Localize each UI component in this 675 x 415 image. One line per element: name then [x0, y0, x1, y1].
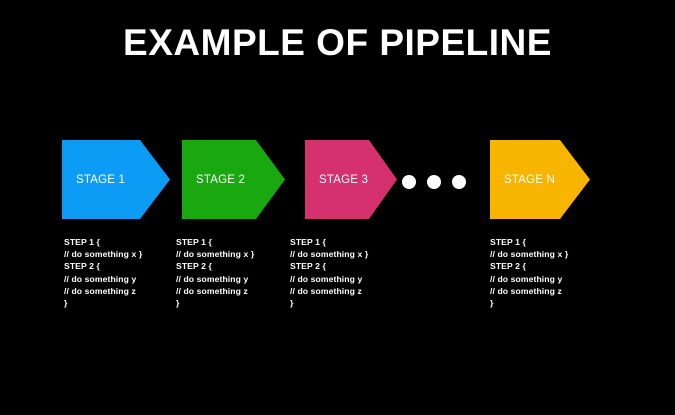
dot-icon-3 — [452, 175, 466, 189]
code-line: } — [64, 298, 68, 309]
code-block-stage-n: STEP 1 { // do something x } STEP 2 { //… — [490, 236, 568, 309]
code-line: // do something z — [490, 285, 562, 296]
code-line: // do something x } — [290, 249, 369, 260]
dot-icon-2 — [427, 175, 441, 189]
code-line: // do something y — [64, 273, 137, 284]
code-line: } — [290, 298, 294, 309]
chevron-shape-3 — [305, 140, 397, 219]
code-line: STEP 2 { — [176, 261, 212, 272]
dot-icon-1 — [402, 175, 416, 189]
code-line: STEP 1 { — [490, 237, 526, 247]
chevron-right-icon — [305, 140, 397, 219]
chevron-shape-2 — [182, 140, 285, 219]
code-line: } — [176, 298, 180, 309]
code-block-stage-3: STEP 1 { // do something x } STEP 2 { //… — [290, 236, 368, 309]
code-line: // do something x } — [490, 249, 569, 260]
chevron-right-icon — [182, 140, 285, 219]
code-line: // do something z — [290, 285, 362, 296]
chevron-shape-1 — [62, 140, 170, 219]
code-block-stage-2: STEP 1 { // do something x } STEP 2 { //… — [176, 236, 254, 309]
chevron-right-icon — [62, 140, 170, 219]
code-line: // do something z — [176, 285, 248, 296]
code-line: // do something z — [64, 285, 136, 296]
code-line: STEP 1 { — [290, 237, 326, 247]
code-line: STEP 2 { — [490, 261, 526, 272]
code-line: STEP 2 { — [290, 261, 326, 272]
page-title: EXAMPLE OF PIPELINE — [123, 22, 552, 63]
code-line: STEP 1 { — [176, 237, 212, 247]
code-block-stage-1: STEP 1 { // do something x } STEP 2 { //… — [64, 236, 142, 309]
chevron-shape-4 — [490, 140, 590, 219]
chevron-right-icon — [490, 140, 590, 219]
code-line: // do something x } — [176, 249, 255, 260]
continuation-dots — [397, 140, 482, 219]
code-line: // do something y — [290, 273, 363, 284]
code-line: // do something y — [490, 273, 563, 284]
code-line: STEP 1 { — [64, 237, 100, 247]
code-line: STEP 2 { — [64, 261, 100, 272]
code-line: // do something x } — [64, 249, 143, 260]
code-line: } — [490, 298, 494, 309]
code-line: // do something y — [176, 273, 249, 284]
